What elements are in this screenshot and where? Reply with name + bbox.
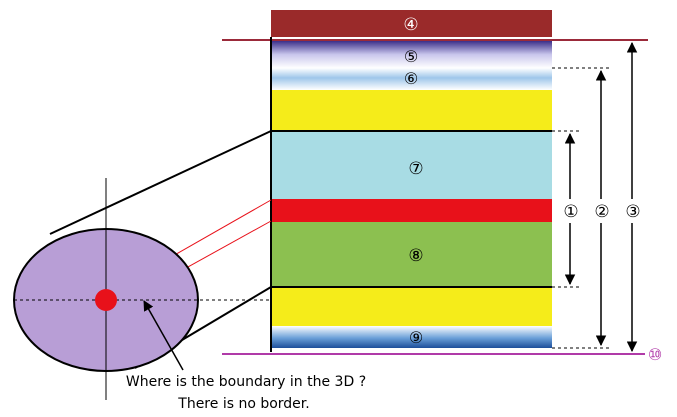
caption-line-2: There is no border. <box>177 396 309 412</box>
dimension-1-label: ① <box>563 202 578 222</box>
layer7-label: ⑦ <box>408 159 423 179</box>
cylinder-top-edge <box>49 130 272 235</box>
dimension-3-label-bg <box>624 199 642 223</box>
top-layer-band <box>271 10 552 37</box>
layer9-label: ⑨ <box>409 328 423 347</box>
layer5-label: ⑤ <box>404 47 418 66</box>
dimension-3-label: ③ <box>625 202 640 222</box>
layer6-band <box>271 68 552 90</box>
dimension-2-label-bg <box>593 199 611 223</box>
layer6-label: ⑥ <box>404 69 418 88</box>
dimension-1-label-bg <box>562 199 580 223</box>
red-core-band <box>271 199 552 222</box>
layer9-band <box>271 326 552 348</box>
layer7-band <box>271 131 552 199</box>
lower-yellow-band <box>271 288 552 326</box>
layer8-band <box>271 222 552 287</box>
caption-line-1: Where is the boundary in the 3D ? <box>126 374 366 390</box>
layer5-band <box>271 41 552 68</box>
dimension-2-label: ② <box>594 202 609 222</box>
caption-pointer-arrow <box>143 300 184 371</box>
upper-yellow-band <box>271 90 552 130</box>
red-core-dot <box>95 289 117 311</box>
layer8-label: ⑧ <box>408 246 423 266</box>
boundary-10-label: ⑩ <box>648 345 662 364</box>
layer4-label: ④ <box>403 15 418 35</box>
